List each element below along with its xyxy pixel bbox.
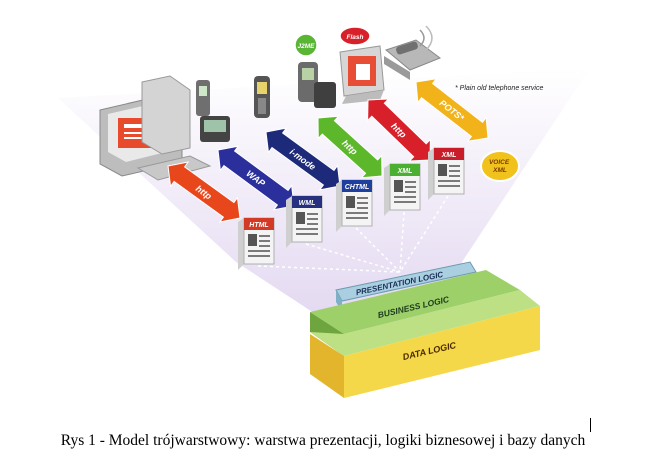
document-text-line (259, 235, 270, 237)
document-side (384, 164, 390, 216)
flash-badge: Flash (339, 26, 371, 46)
document-label: HTML (249, 222, 268, 229)
document-image-block (296, 212, 305, 224)
svg-text:Flash: Flash (347, 34, 364, 41)
document-text-line (259, 245, 270, 247)
arrow-shape (167, 161, 241, 223)
document-image-block (248, 234, 257, 246)
document-text-line (438, 180, 460, 182)
document-text-line (259, 240, 270, 242)
document-text-line (248, 255, 270, 257)
document-text-line (296, 228, 318, 230)
arrow-3: http (317, 115, 383, 179)
document-text-line (405, 186, 416, 188)
j2me-badge: J2ME (294, 33, 318, 57)
document-label: CHTML (345, 184, 370, 191)
document-text-line (357, 207, 368, 209)
telephone-icon (384, 25, 442, 80)
svg-text:J2ME: J2ME (298, 43, 316, 50)
document-0: HTML (238, 217, 275, 270)
flash-device-icon (339, 45, 385, 104)
text-cursor (590, 418, 591, 432)
document-side (336, 180, 342, 232)
document-label: XML (397, 168, 413, 175)
document-label: WML (299, 200, 316, 207)
data-layer: DATA LOGIC (310, 290, 540, 398)
document-text-line (438, 185, 460, 187)
document-image-block (438, 164, 447, 176)
document-text-line (307, 213, 318, 215)
document-text-line (307, 223, 318, 225)
document-image-block (346, 196, 355, 208)
document-4: XML (428, 147, 465, 200)
document-text-line (357, 197, 368, 199)
document-header-band (434, 148, 464, 160)
mobile-phone-icon (254, 76, 270, 118)
connector-line (399, 195, 449, 273)
document-text-line (405, 191, 416, 193)
document-2: CHTML (336, 179, 373, 232)
document-3: XML (384, 163, 421, 216)
document-text-line (346, 217, 368, 219)
document-text-line (296, 233, 318, 235)
arrow-shape (317, 115, 383, 179)
document-header-band (292, 196, 322, 208)
document-text-line (449, 170, 460, 172)
document-text-line (357, 202, 368, 204)
document-types: HTML WML CHTML XML XML (238, 147, 465, 273)
document-side (286, 196, 292, 248)
connector-line (355, 227, 401, 273)
figure-caption: Rys 1 - Model trójwarstwowy: warstwa pre… (60, 432, 586, 449)
document-header-band (342, 180, 372, 192)
voice-xml-label: VOICE XML (489, 159, 511, 174)
footnote-text: * Plain old telephone service (455, 85, 543, 92)
arrow-shape (415, 78, 489, 142)
document-side (428, 148, 434, 200)
document-text-line (449, 165, 460, 167)
connector-line (399, 211, 405, 273)
j2me-phone-icon (298, 62, 336, 108)
arrow-0: http (167, 161, 241, 223)
arrow-2: i-mode (265, 127, 341, 191)
document-1: WML (286, 195, 323, 248)
document-header-band (244, 218, 274, 230)
document-header-band (390, 164, 420, 176)
document-text-line (449, 175, 460, 177)
document-image-block (394, 180, 403, 192)
document-text-line (346, 212, 368, 214)
pda-phone-icon (196, 80, 230, 142)
document-text-line (248, 250, 270, 252)
connector-line (305, 243, 401, 273)
document-text-line (405, 181, 416, 183)
voice-xml-badge: VOICE XML (480, 150, 520, 182)
document-side (238, 218, 244, 270)
document-label: XML (441, 152, 457, 159)
document-text-line (307, 218, 318, 220)
document-text-line (394, 196, 416, 198)
document-text-line (394, 201, 416, 203)
